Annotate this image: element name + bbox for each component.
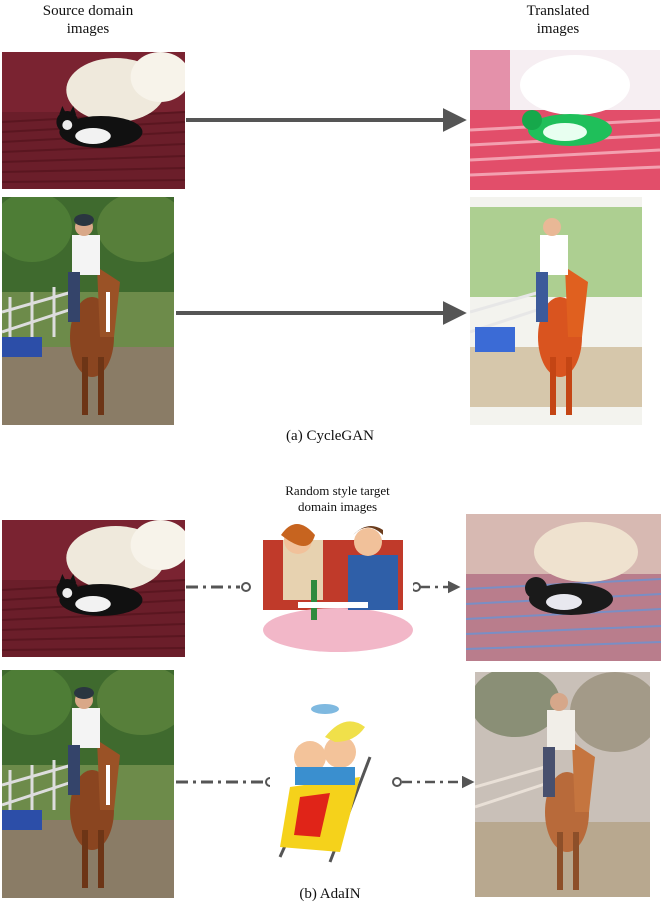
style-image-diners-cartoon xyxy=(253,520,413,655)
adain-node-2b xyxy=(392,777,402,787)
source-domain-header: Source domain images xyxy=(42,3,134,37)
translated-images-header: Translated images xyxy=(526,3,590,37)
style-image-rollercoaster-cartoon xyxy=(270,697,390,865)
cyclegan-translated-horse-image xyxy=(470,197,642,425)
adain-translated-horse-image xyxy=(475,672,650,897)
cyclegan-translated-cat-image xyxy=(470,50,660,190)
adain-translated-cat-image xyxy=(466,514,661,661)
adain-source-horse-image xyxy=(2,670,174,898)
adain-node-1b xyxy=(411,582,421,592)
adain-node-1a xyxy=(241,582,251,592)
adain-source-cat-image xyxy=(2,520,185,657)
style-target-label: Random style target domain images xyxy=(285,483,390,514)
adain-caption: (b) AdaIN xyxy=(299,886,361,902)
cyclegan-caption: (a) CycleGAN xyxy=(286,428,374,444)
